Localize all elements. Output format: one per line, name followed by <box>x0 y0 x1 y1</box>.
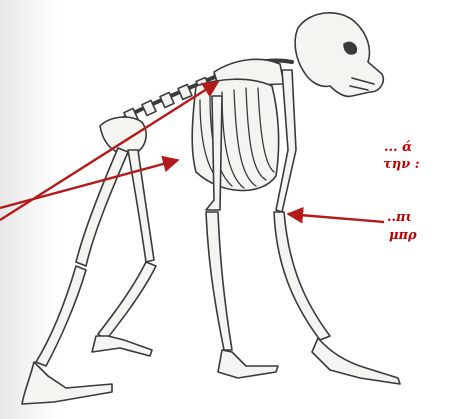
annotation-line-3: ..πι <box>387 210 412 225</box>
pelvis <box>100 117 146 154</box>
annotation-line-1: ... ά <box>384 140 412 155</box>
back-hand <box>218 350 278 378</box>
pointer-line-arm <box>288 214 384 222</box>
tibia-2 <box>98 262 156 340</box>
front-hand <box>312 338 400 384</box>
hind-foot-2 <box>92 336 152 356</box>
annotation-line-4: μπρ <box>389 228 417 243</box>
skull <box>295 13 383 97</box>
pointer-line-ribs <box>0 160 178 208</box>
ribcage <box>192 79 278 190</box>
tibia <box>36 266 86 366</box>
annotation-line-2: την : <box>383 157 420 172</box>
hind-foot <box>22 362 112 404</box>
back-arm-lower <box>206 212 232 350</box>
front-arm-lower <box>274 212 330 340</box>
